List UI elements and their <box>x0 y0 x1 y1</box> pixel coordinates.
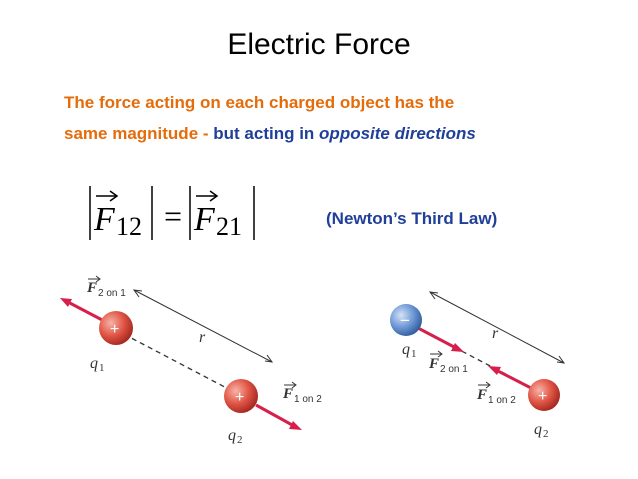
distance-label: r <box>492 325 499 342</box>
statement-line-1: The force acting on each charged object … <box>64 93 455 112</box>
statement-opposite-directions: opposite directions <box>319 124 476 143</box>
distance-label: r <box>199 329 206 346</box>
force-subscript: 2 on 1 <box>440 364 468 375</box>
charge-subscript: 2 <box>237 434 243 446</box>
force-subscript: 1 on 2 <box>294 394 322 405</box>
distance-arrow-head <box>264 354 274 363</box>
distance-arrow <box>133 289 273 363</box>
charge-sign: + <box>235 389 244 406</box>
charge-subscript: 1 <box>411 348 417 360</box>
slide-title: Electric Force <box>227 28 411 61</box>
distance-arrow-head <box>132 289 143 298</box>
distance-arrow <box>429 291 565 364</box>
force-arrow-head <box>451 343 464 352</box>
charge-label-q: q <box>90 355 98 372</box>
eq-subscript-21: 21 <box>216 212 242 241</box>
eq-symbol-F12: F <box>93 201 116 238</box>
eq-subscript-12: 12 <box>116 212 142 241</box>
distance-arrow-head <box>556 355 566 364</box>
charge-sign: + <box>110 321 119 338</box>
charge-sign: + <box>538 388 547 405</box>
separation-dashed-line <box>115 329 239 395</box>
vector-arrow-head <box>209 190 219 202</box>
charge-label-q: q <box>228 427 236 444</box>
eq-symbol-F21: F <box>193 201 216 238</box>
force-label-F: F <box>282 386 293 402</box>
force-magnitude-equation: F 12 = F 21 <box>89 186 255 241</box>
force-subscript: 2 on 1 <box>98 288 126 299</box>
left-diagram-repulsion: r F 2 on 1 + q 1 + q 2 F 1 on 2 <box>60 275 322 446</box>
vector-arrow-head <box>95 275 101 283</box>
right-diagram-attraction: r − q 1 F 2 on 1 F 1 on 2 + q 2 <box>390 291 566 440</box>
charge-q2-positive <box>224 379 258 413</box>
charge-sign: − <box>400 311 410 330</box>
charge-label-q: q <box>534 421 542 438</box>
charge-label-q: q <box>402 341 410 358</box>
force-arrow-1-on-2 <box>255 403 295 428</box>
charge-diagrams: r F 2 on 1 + q 1 + q 2 F 1 on 2 r <box>60 275 566 446</box>
force-label-F: F <box>476 387 487 403</box>
force-label-F: F <box>86 280 97 296</box>
charge-subscript: 1 <box>99 362 105 374</box>
force-arrow-head <box>60 298 72 307</box>
newton-third-law-label: (Newton’s Third Law) <box>326 209 498 228</box>
statement-but-acting: but acting in <box>208 124 320 143</box>
charge-q1-positive <box>99 311 133 345</box>
charge-subscript: 2 <box>543 428 549 440</box>
vector-arrow-head <box>109 190 119 202</box>
vector-arrow-head <box>485 381 491 389</box>
force-subscript: 1 on 2 <box>488 395 516 406</box>
force-arrow-2-on-1 <box>417 326 457 350</box>
charge-q1-negative <box>390 304 422 336</box>
force-label-F: F <box>428 356 439 372</box>
distance-arrow-head <box>428 291 439 300</box>
force-arrow-2-on-1 <box>65 299 107 324</box>
separation-dashed-line <box>405 321 541 393</box>
force-arrow-head <box>488 366 501 375</box>
statement-line-2: same magnitude - but acting in opposite … <box>64 124 476 144</box>
statement-same-magnitude: same magnitude - <box>64 124 209 143</box>
vector-arrow-head <box>437 350 443 358</box>
vector-arrow-head <box>291 381 297 389</box>
charge-q2-positive <box>528 379 560 411</box>
eq-operator: = <box>164 198 182 234</box>
force-arrow-1-on-2 <box>495 368 532 390</box>
force-arrow-head <box>289 421 302 430</box>
